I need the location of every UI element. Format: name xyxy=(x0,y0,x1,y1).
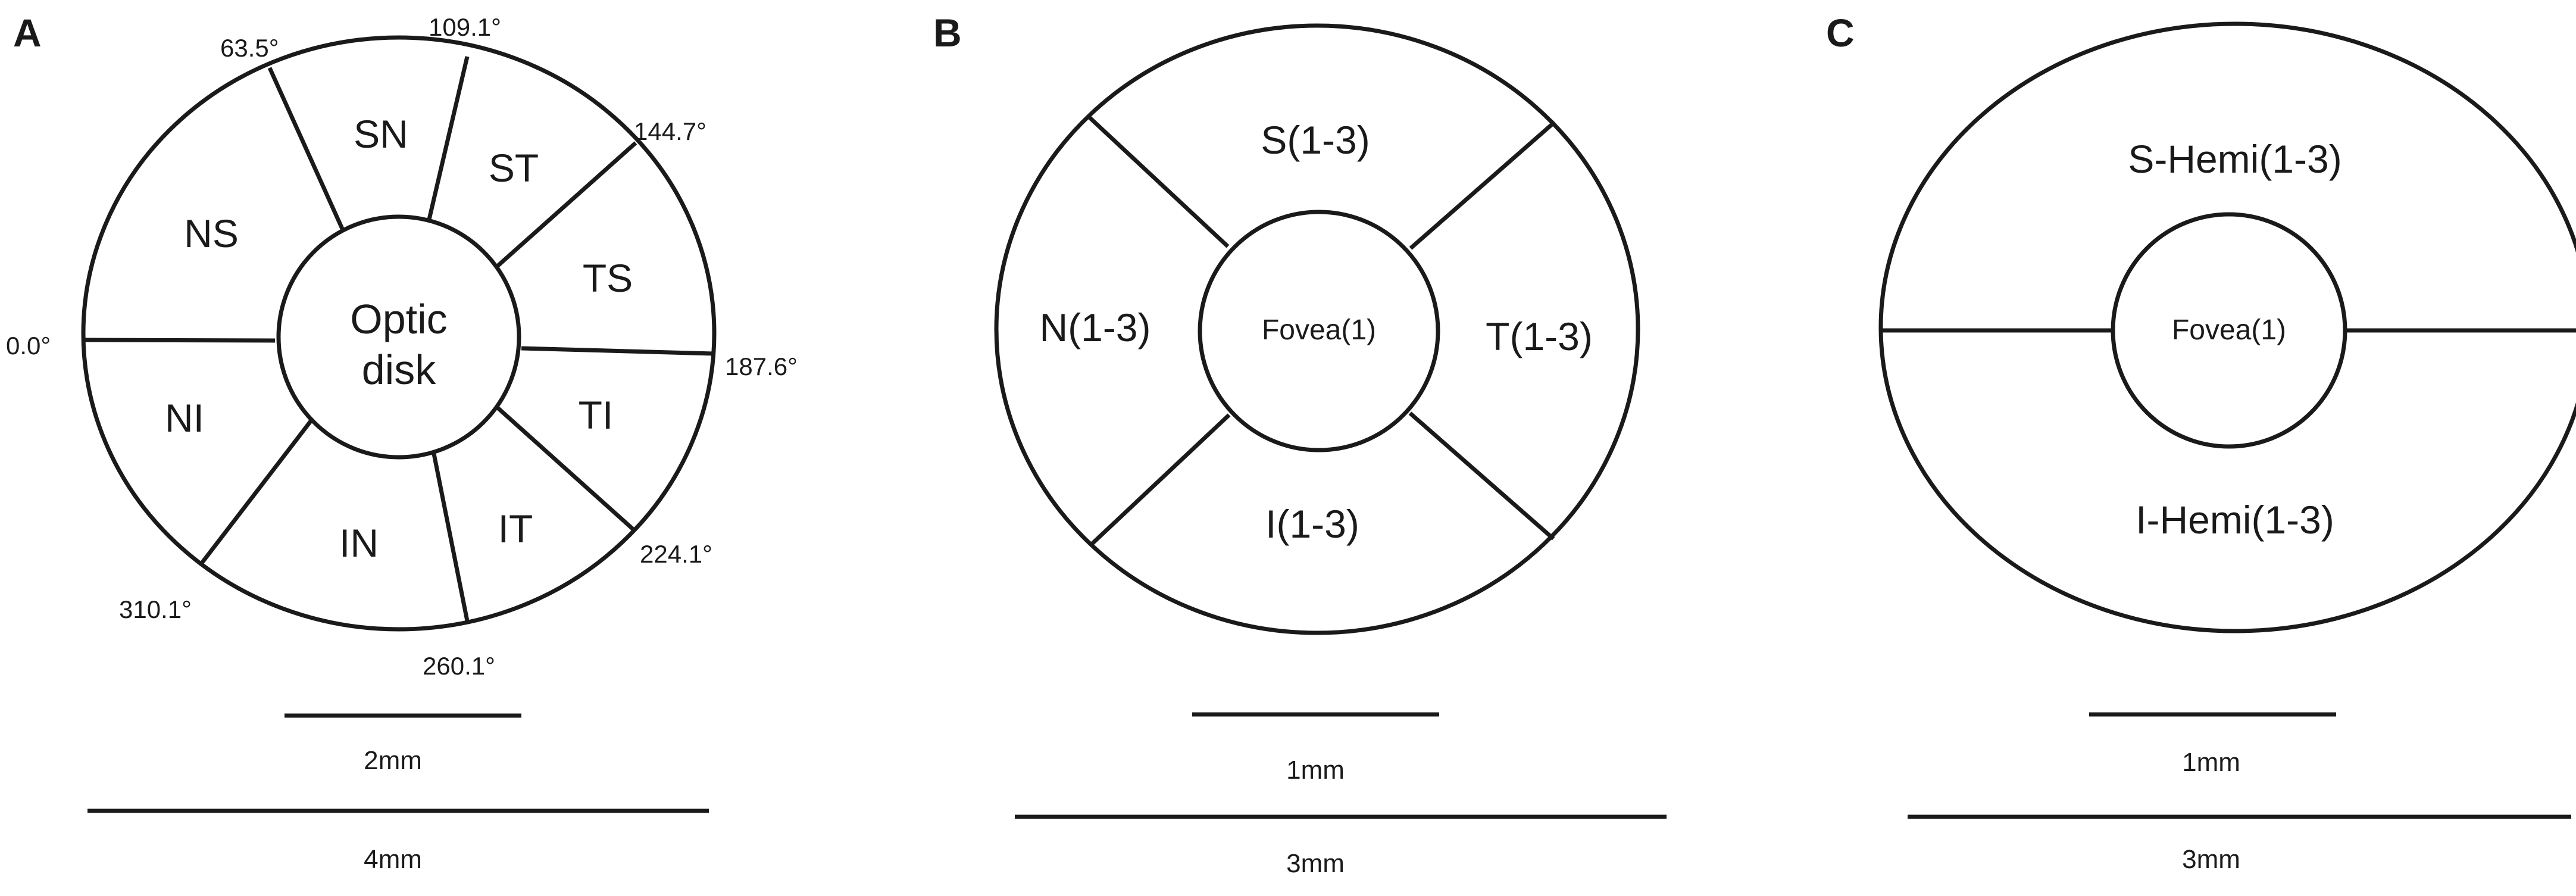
sector-label-nasal: N(1-3) xyxy=(1039,305,1151,349)
scale-label-outer: 3mm xyxy=(2182,845,2240,874)
fovea-circle xyxy=(2111,212,2347,449)
spoke-63-5 xyxy=(267,67,352,247)
panel-b-letter: B xyxy=(933,11,962,55)
angle-label-63-5: 63.5° xyxy=(220,34,279,62)
scale-label-outer: 3mm xyxy=(1286,849,1345,878)
sector-label-ti: TI xyxy=(579,393,614,437)
scale-label-outer: 4mm xyxy=(364,845,422,874)
sector-label-sn: SN xyxy=(354,112,408,156)
sector-label-temporal: T(1-3) xyxy=(1486,314,1593,358)
sector-label-inferior: I(1-3) xyxy=(1265,502,1359,546)
fovea-label: Fovea(1) xyxy=(2172,314,2286,346)
angle-label-144-7: 144.7° xyxy=(634,117,706,145)
scale-label-inner: 1mm xyxy=(1286,755,1345,785)
optic-disk-circle xyxy=(276,214,521,460)
scale-label-inner: 2mm xyxy=(364,746,422,775)
sector-label-in: IN xyxy=(339,521,379,565)
sector-label-ni: NI xyxy=(165,396,204,440)
angle-label-260-1: 260.1° xyxy=(423,652,495,680)
sector-label-inferior-hemi: I-Hemi(1-3) xyxy=(2136,498,2334,542)
spoke-260-1 xyxy=(427,432,470,625)
sector-label-it: IT xyxy=(498,507,533,551)
angle-label-0-0: 0.0° xyxy=(6,332,51,360)
sector-label-superior: S(1-3) xyxy=(1261,118,1370,162)
sector-label-superior-hemi: S-Hemi(1-3) xyxy=(2128,137,2341,181)
spoke-inferior-temporal xyxy=(1408,411,1555,541)
angle-label-187-6: 187.6° xyxy=(725,352,798,380)
angle-label-109-1: 109.1° xyxy=(429,13,501,41)
spoke-superior-nasal xyxy=(1086,114,1230,248)
angle-label-310-1: 310.1° xyxy=(119,595,192,623)
panel-c: C S-Hemi(1-3) I-Hemi(1-3) Fovea(1) 1mm 3… xyxy=(1826,11,2576,874)
sector-label-st: ST xyxy=(489,146,539,190)
spoke-224-1 xyxy=(489,400,636,532)
spoke-310-1 xyxy=(199,413,317,566)
panel-b: B S(1-3) T(1-3) I(1-3) N(1-3) Fovea(1) 1… xyxy=(933,11,1667,878)
optic-disk-label-line1: Optic xyxy=(350,296,447,342)
fovea-circle xyxy=(1198,210,1440,452)
spoke-inferior-nasal xyxy=(1089,413,1231,547)
optic-disk-label-line2: disk xyxy=(362,346,436,393)
panel-c-letter: C xyxy=(1826,11,1855,55)
spoke-144-7 xyxy=(486,141,637,276)
panel-a: A SN ST TS TI IT IN NI NS Optic disk 63.… xyxy=(6,11,798,874)
spoke-0-0 xyxy=(83,338,276,343)
sector-label-ts: TS xyxy=(583,256,633,300)
spoke-187-6 xyxy=(521,346,714,356)
sector-label-ns: NS xyxy=(184,211,239,255)
angle-label-224-1: 224.1° xyxy=(640,540,712,568)
fovea-label: Fovea(1) xyxy=(1262,314,1376,346)
scale-label-inner: 1mm xyxy=(2182,748,2240,777)
spoke-109-1 xyxy=(421,56,470,243)
spoke-superior-temporal xyxy=(1409,120,1556,250)
panel-a-letter: A xyxy=(13,11,42,55)
